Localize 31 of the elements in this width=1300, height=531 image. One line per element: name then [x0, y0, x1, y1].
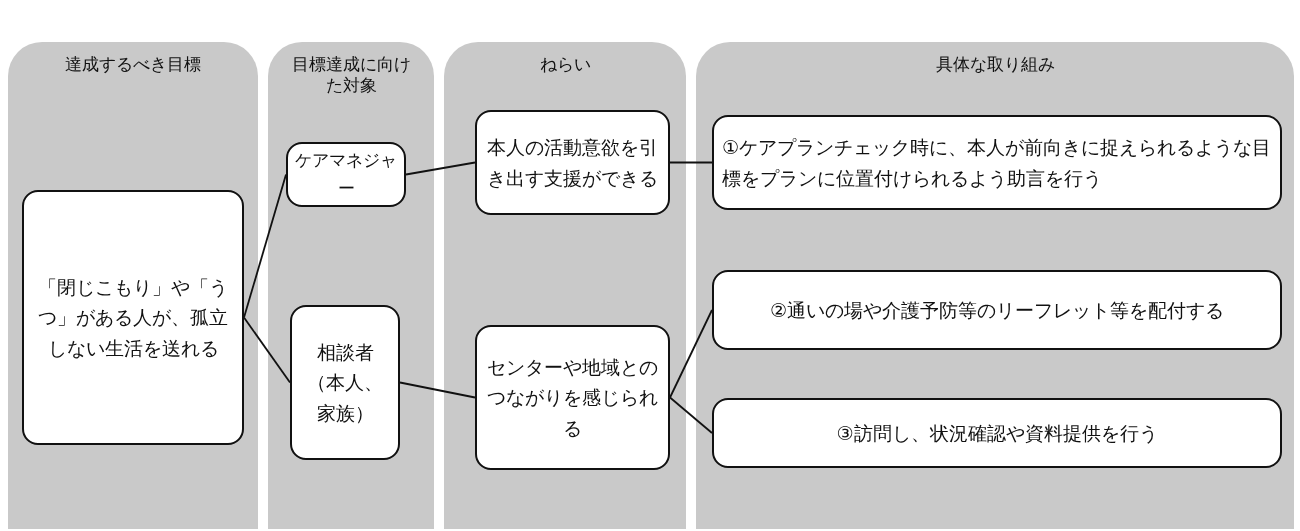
column-heading: 具体な取り組み: [934, 54, 1056, 76]
box-text: ケアマネジャー: [294, 149, 398, 200]
connector-line: [669, 309, 713, 399]
column-heading: 目標達成に向けた対象: [290, 54, 412, 97]
column-band: [444, 42, 686, 529]
column-band: [268, 42, 434, 529]
connector-line: [405, 161, 476, 176]
box-text: 相談者（本人、家族）: [306, 339, 384, 426]
box-text: 本人の活動意欲を引き出す支援ができる: [486, 135, 659, 191]
process-box: [22, 190, 244, 445]
process-box: [475, 110, 670, 215]
connector-line: [243, 173, 287, 319]
process-box: [712, 270, 1282, 350]
connector-line: [669, 161, 713, 164]
column-band: [8, 42, 258, 529]
column-heading: 達成するべき目標: [64, 54, 202, 76]
connector-line: [399, 381, 476, 399]
process-box: [475, 325, 670, 470]
connector-line: [669, 396, 713, 434]
column-band: [696, 42, 1294, 529]
box-text: ②通いの場や介護予防等のリーフレット等を配付する: [768, 297, 1225, 323]
box-text: 「閉じこもり」や「うつ」がある人が、孤立しない生活を送れる: [37, 274, 229, 361]
connector-line: [243, 316, 291, 384]
process-box: [712, 398, 1282, 468]
box-text: ①ケアプランチェック時に、本人が前向きに捉えられるような目標をプランに位置付けられるよう助言を行う: [721, 135, 1273, 191]
box-text: センターや地域とのつながりを感じられる: [486, 354, 659, 441]
process-box: [286, 142, 406, 207]
process-box: [290, 305, 400, 460]
column-heading: ねらい: [538, 54, 592, 76]
box-text: ③訪問し、状況確認や資料提供を行う: [835, 420, 1159, 446]
process-box: [712, 115, 1282, 210]
